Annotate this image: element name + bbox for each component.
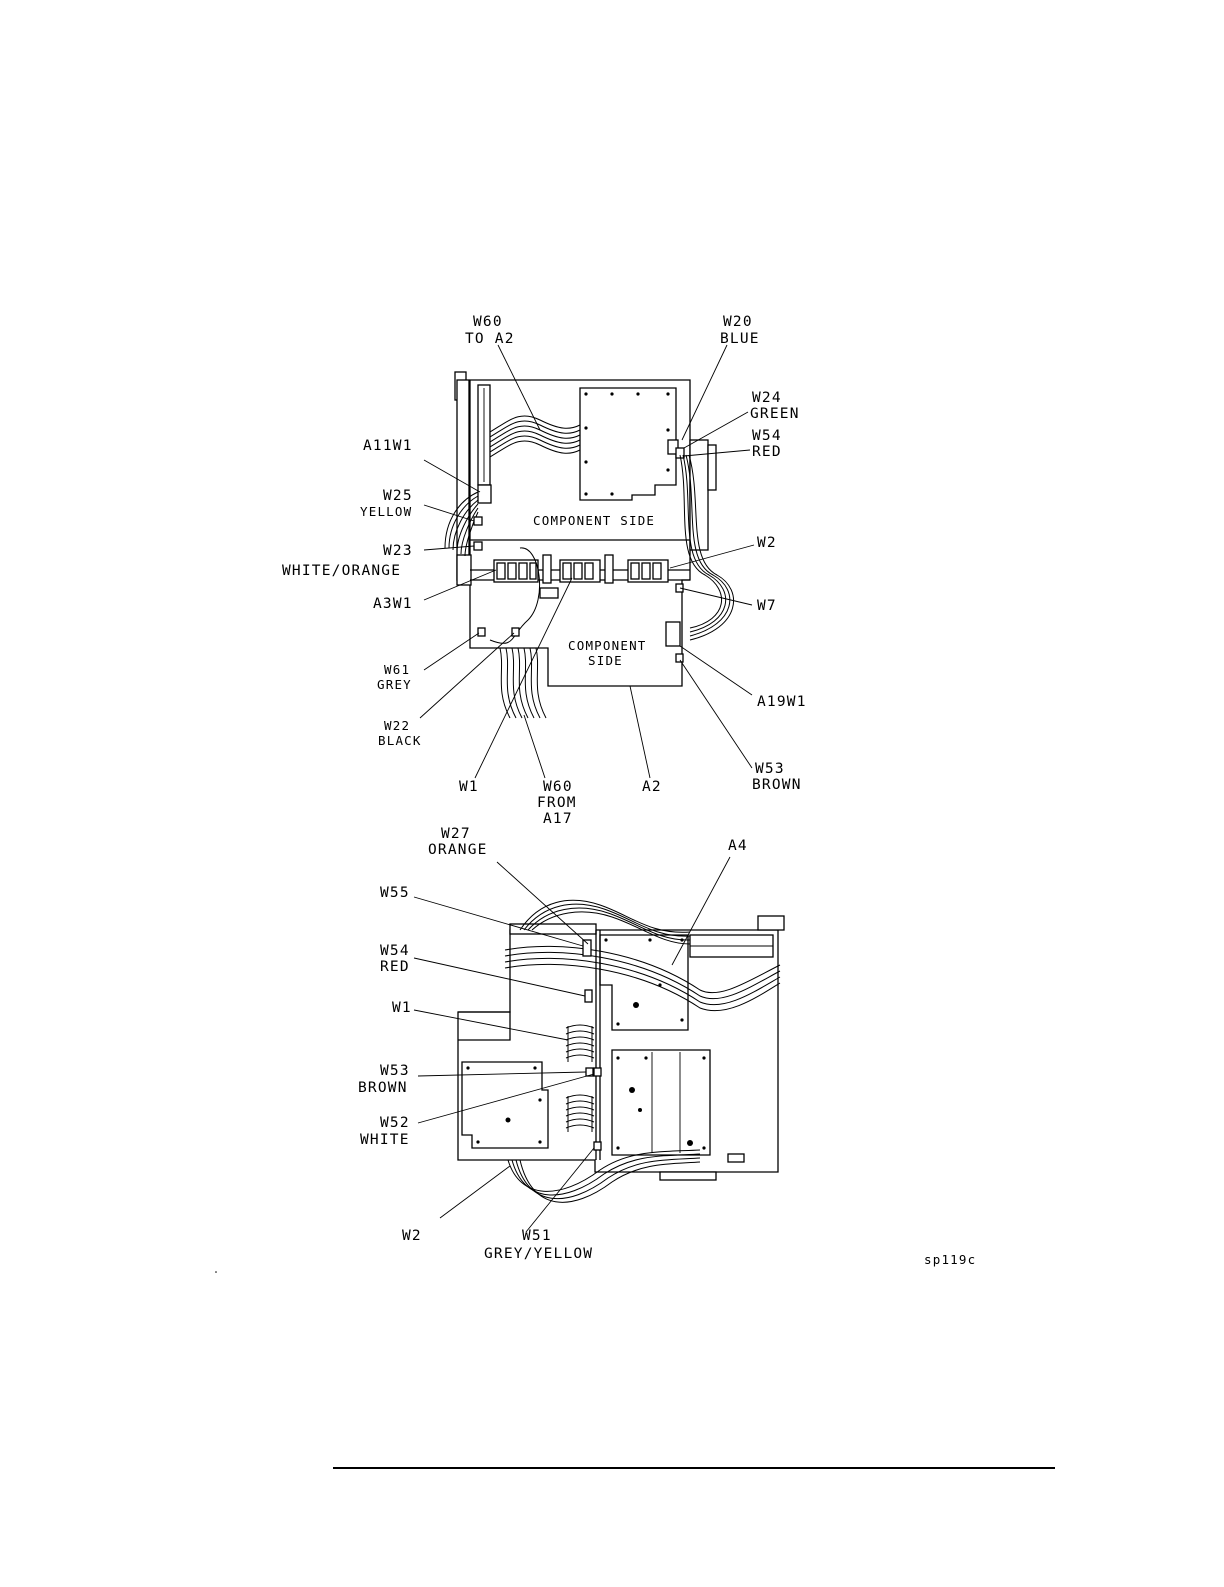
a19w1-connector [666,622,680,646]
w53-connector [676,654,683,662]
a4-board [600,935,688,1030]
bottom-top-ribbon [520,900,690,944]
label-w51: W51 [522,1228,552,1244]
label-a3w1: A3W1 [373,596,413,612]
figure-id: sp119c [924,1252,976,1267]
label-w20-sub: BLUE [720,331,760,347]
stray-dot [215,1271,217,1273]
top-board-a [580,388,676,500]
label-component-side-2a: COMPONENT [568,638,647,653]
w1-coil-upper [566,1025,594,1062]
w54-bottom-connector [585,990,592,1002]
label-w51-sub: GREY/YELLOW [484,1246,593,1262]
label-w54-bottom-sub: RED [380,959,410,975]
label-w53-top-sub: BROWN [752,777,802,793]
bottom-view: W27 ORANGE A4 W55 W54 RED W1 W53 BROWN W… [358,826,784,1262]
label-w53-bottom: W53 [380,1063,410,1079]
label-a11w1: A11W1 [363,438,413,454]
bottom-left-step [458,1012,510,1040]
label-w25: W25 [383,488,413,504]
w60-from-a17-ribbon [500,648,546,718]
label-w53-top: W53 [755,761,785,777]
w61-connector [478,628,485,636]
label-w54: W54 [752,428,782,444]
label-w60-from-a17-sub1: FROM [537,795,577,811]
label-w53-bottom-sub: BROWN [358,1080,408,1096]
label-w60-from-a17-sub2: A17 [543,811,573,827]
label-w60-to-a2-sub: TO A2 [465,331,515,347]
label-w27: W27 [441,826,471,842]
label-w22: W22 [384,718,410,733]
label-w55: W55 [380,885,410,901]
label-w61-sub: GREY [377,677,412,692]
top-connector-blocks [494,555,668,583]
bottom-base-plate [660,1172,716,1180]
bottom-top-right-tab [758,916,784,930]
label-w2-bottom: W2 [402,1228,422,1244]
label-component-side-1: COMPONENT SIDE [533,513,655,528]
top-left-lower-clip [457,555,471,585]
label-w20: W20 [723,314,753,330]
footer-rule [333,1467,1055,1469]
label-w54-sub: RED [752,444,782,460]
label-component-side-2b: SIDE [588,653,623,668]
label-a2: A2 [642,779,662,795]
label-w1-bottom: W1 [392,1000,412,1016]
label-w24-sub: GREEN [750,406,800,422]
label-w54-bottom: W54 [380,943,410,959]
label-w24: W24 [752,390,782,406]
w60-to-a2-ribbon [490,416,580,457]
top-right-bracket-tab [708,445,716,490]
label-a4: A4 [728,838,748,854]
label-w27-sub: ORANGE [428,842,488,858]
label-a19w1: A19W1 [757,694,807,710]
bottom-left-board-holes [466,1066,541,1143]
label-w1-top: W1 [459,779,479,795]
a11w1-connector [478,485,491,503]
label-w52-sub: WHITE [360,1132,410,1148]
label-w22-sub: BLACK [378,733,422,748]
w52-connector [594,1068,601,1076]
label-w61: W61 [384,662,410,677]
w25-connector [474,517,482,525]
w22-connector [512,628,519,636]
top-board-holes [584,392,669,495]
label-w60-to-a2: W60 [473,314,503,330]
bottom-right-board [612,1050,710,1155]
w55-connector [583,940,591,956]
label-w52: W52 [380,1115,410,1131]
w23-connector [474,542,482,550]
bottom-foot [728,1154,744,1162]
w1-coil-lower [566,1095,594,1132]
label-w2-top: W2 [757,535,777,551]
label-w25-sub: YELLOW [360,504,412,519]
a4-holes [604,938,683,1025]
a3w1-plug [540,588,558,598]
label-w60-from-a17: W60 [543,779,573,795]
label-w7: W7 [757,598,777,614]
label-w23: W23 [383,543,413,559]
top-view: W60 TO A2 W20 BLUE W24 GREEN W54 RED A11… [282,314,807,827]
top-right-bracket [690,440,708,550]
label-w23-sub: WHITE/ORANGE [282,563,401,579]
bottom-chassis-outline [458,930,778,1172]
bottom-right-board-holes [616,1056,705,1149]
w51-connector [594,1142,601,1150]
